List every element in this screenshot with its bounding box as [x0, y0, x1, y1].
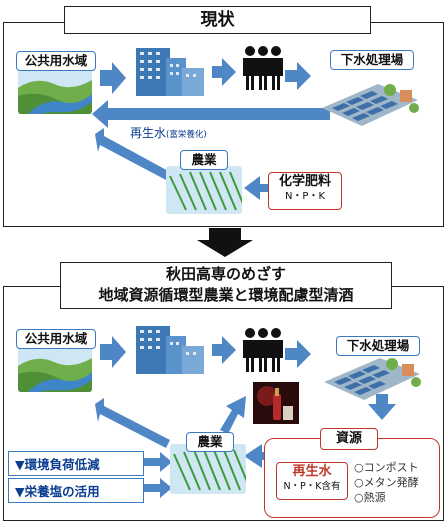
b-arrow-people-to-plant — [285, 340, 311, 368]
eutrophication-note: (富栄養化) — [166, 130, 207, 140]
bottom-recycled-water-label: 再生水 — [292, 464, 332, 479]
goal-title-line1: 秋田高専のめざす — [165, 265, 286, 283]
top-agriculture-label: 農業 — [180, 150, 228, 170]
arrow-fertilizer-to-agri — [244, 176, 270, 200]
arrow-water-agriculture — [95, 128, 170, 180]
resource-item-methane: ○メタン発酵 — [354, 476, 419, 489]
recycled-water-label: 再生水 — [130, 126, 167, 140]
b-arrow-benefit2 — [142, 478, 172, 498]
resource-item-compost: ○コンポスト — [354, 461, 419, 474]
bottom-rice-field-image — [170, 444, 246, 494]
arrow-city-to-people — [212, 58, 236, 86]
top-recycled-water-text: 再生水(富栄養化) — [130, 124, 207, 141]
b-arrow-water-agriculture — [95, 398, 170, 448]
recycled-water-box: 再生水 N・P・K含有 — [276, 462, 348, 500]
resource-items-list: ○コンポスト ○メタン発酵 ○熱源 — [354, 460, 419, 505]
chemical-fertilizer-label: 化学肥料 — [278, 174, 331, 189]
b-arrow-resource-to-agri — [244, 444, 278, 468]
goal-title-line2: 地域資源循環型農業と環境配慮型清酒 — [98, 286, 354, 304]
top-public-water-label: 公共用水域 — [16, 51, 96, 71]
top-rice-field-image — [166, 166, 242, 214]
current-state-title: 現状 — [64, 6, 371, 34]
city-buildings-icon — [136, 48, 204, 96]
bottom-people-icon — [243, 328, 283, 372]
sewage-plant-image — [322, 84, 419, 126]
top-npk-label: N・P・K — [284, 191, 326, 202]
benefit-reduce-environmental-load: ▼環境負荷低減 — [8, 451, 144, 476]
bottom-sewage-plant-image — [324, 358, 421, 400]
sake-bottle-photo — [253, 382, 299, 424]
b-arrow-water-to-city — [100, 336, 126, 368]
resource-item-heat: ○熱源 — [354, 491, 386, 504]
benefit-nutrient-utilization: ▼栄養塩の活用 — [8, 478, 144, 503]
b-arrow-city-to-people — [212, 336, 236, 364]
transition-down-arrow — [197, 228, 253, 257]
resources-label: 資源 — [320, 428, 378, 450]
bottom-agriculture-label: 農業 — [186, 432, 234, 452]
bottom-public-water-image — [18, 340, 92, 392]
people-icon — [243, 46, 283, 90]
arrow-water-to-city — [100, 62, 126, 94]
bottom-public-water-label: 公共用水域 — [16, 329, 96, 349]
top-sewage-plant-label: 下水処理場 — [330, 50, 414, 70]
b-arrow-benefit1 — [142, 452, 172, 472]
bottom-city-buildings-icon — [136, 326, 204, 374]
arrow-recycled-water — [92, 100, 330, 128]
bottom-sewage-plant-label: 下水処理場 — [336, 336, 420, 356]
npk-contained-label: N・P・K含有 — [283, 481, 341, 492]
arrow-people-to-plant — [285, 62, 311, 90]
top-flow-arrows — [92, 58, 330, 200]
b-arrow-plant-down — [368, 394, 396, 420]
goal-title: 秋田高専のめざす 地域資源循環型農業と環境配慮型清酒 — [60, 262, 392, 309]
b-arrow-agri-to-people — [220, 396, 246, 434]
chemical-fertilizer-box: 化学肥料 N・P・K — [268, 172, 342, 210]
